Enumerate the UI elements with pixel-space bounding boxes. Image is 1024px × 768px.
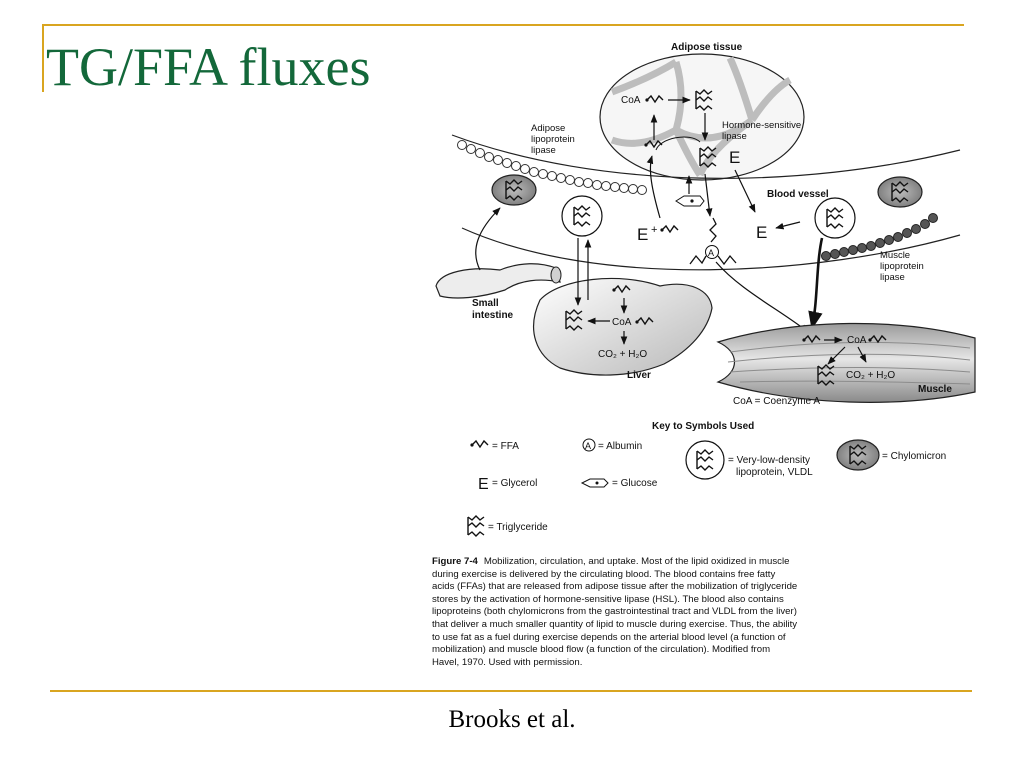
figure-label: Figure 7-4: [432, 556, 478, 567]
slide-title: TG/FFA fluxes: [46, 37, 371, 97]
glucose-icon: [675, 195, 705, 207]
key-triglyceride-label: = Triglyceride: [488, 522, 548, 533]
key-glycerol-icon: E: [478, 476, 489, 493]
adipose-coa-label: CoA: [621, 95, 641, 106]
key-albumin-icon: [582, 438, 596, 452]
key-ffa-label: = FFA: [492, 441, 519, 452]
adipose-tissue-label: Adipose tissue: [671, 42, 743, 53]
small-intestine-shape: [435, 263, 561, 299]
key-chylomicron-icon: [836, 439, 880, 471]
albumin-icon: [705, 245, 719, 259]
hormone-lipase-label: Hormone-sensitive lipase: [722, 120, 804, 142]
blood-vessel-label: Blood vessel: [767, 189, 829, 200]
adipose-lipase-label: Adipose lipoprotein lipase: [531, 123, 577, 156]
svg-text:A: A: [585, 441, 591, 451]
liver-co2-h2o: CO₂ + H₂O: [598, 349, 647, 360]
muscle-coa-label: CoA: [847, 335, 867, 346]
plus-sign: +: [651, 224, 657, 236]
key-triglyceride-icon: [467, 515, 485, 537]
chylomicron-left: [491, 174, 537, 206]
liver-label: Liver: [627, 370, 651, 381]
coenzyme-note: CoA = Coenzyme A: [733, 396, 820, 407]
muscle-label: Muscle: [918, 384, 952, 395]
adipose-glycerol-symbol: E: [729, 148, 740, 167]
lipid-flux-diagram: Adipose tissue Adipose lipoprotein lipas…: [435, 42, 976, 537]
recycled-glycerol-symbol: E: [637, 225, 648, 244]
adipose-lipase-beads: [457, 140, 647, 195]
adipose-tissue-ellipse: [599, 53, 805, 181]
bottom-rule: [50, 690, 972, 692]
title-accent-bar: [42, 24, 44, 92]
muscle-co2-h2o: CO₂ + H₂O: [846, 370, 895, 381]
figure-caption-text: Mobilization, circulation, and uptake. M…: [432, 556, 798, 668]
key-chylomicron-label: = Chylomicron: [882, 451, 946, 462]
key-vldl-icon: [685, 440, 725, 480]
vldl-particle-right: [814, 197, 856, 239]
small-intestine-label: Small intestine: [472, 298, 514, 321]
muscle-lipase-beads: [821, 213, 938, 261]
muscle-lipase-label: Muscle lipoprotein lipase: [880, 250, 926, 283]
key-glycerol-label: = Glycerol: [492, 478, 537, 489]
key-glucose-label: = Glucose: [612, 478, 658, 489]
vessel-lower-wall: [461, 227, 961, 271]
liver-coa-label: CoA: [612, 317, 632, 328]
key-glucose-icon: [580, 478, 609, 488]
key-title: Key to Symbols Used: [652, 421, 754, 432]
svg-text:A: A: [708, 248, 714, 258]
adipose-cell-walls: [610, 56, 792, 177]
key-ffa-icon: [469, 440, 489, 448]
blood-glycerol-symbol: E: [756, 223, 767, 242]
vldl-particle-left: [561, 195, 603, 237]
chylomicron-right: [877, 176, 923, 208]
top-rule: [42, 24, 964, 26]
key-albumin-label: = Albumin: [598, 441, 642, 452]
key-vldl-label: = Very-low-density lipoprotein, VLDL: [728, 455, 813, 478]
slide-credit: Brooks et al.: [448, 706, 576, 733]
vessel-upper-wall: [451, 134, 961, 179]
